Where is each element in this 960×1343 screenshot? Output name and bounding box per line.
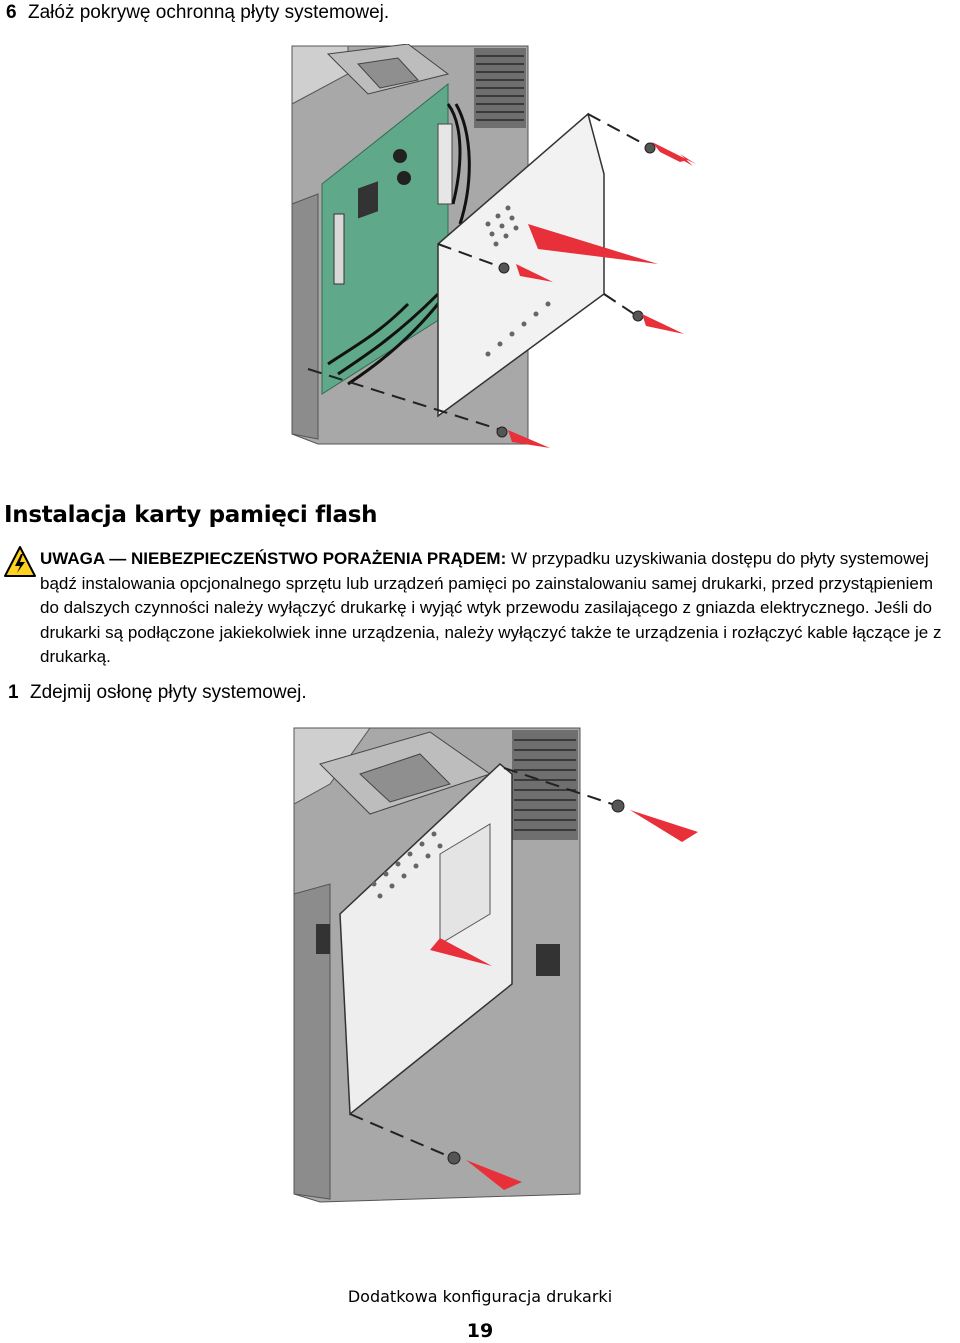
arrow-icon <box>642 314 684 334</box>
screw-icon <box>498 262 510 274</box>
arrow-icon <box>528 224 658 264</box>
illustration-attach-cover <box>291 44 696 448</box>
step-6: 6 Załóż pokrywę ochronną płyty systemowej… <box>6 2 389 24</box>
arrow-icon <box>466 1160 522 1190</box>
arrow-icon <box>508 430 550 448</box>
footer-title: Dodatkowa konfiguracja drukarki <box>347 1287 613 1306</box>
illustration-remove-cover <box>293 727 698 1203</box>
step-text: Załóż pokrywę ochronną płyty systemowej. <box>28 2 390 23</box>
arrow-icon <box>516 264 553 282</box>
arrow-icon <box>652 142 688 162</box>
section-title: Instalacja karty pamięci flash <box>4 502 378 528</box>
step-number: 1 <box>8 682 19 703</box>
screw-icon <box>611 799 625 813</box>
system-board-cover <box>339 762 513 1116</box>
warning-lead: UWAGA — NIEBEZPIECZEŃSTWO PORAŻENIA PRĄD… <box>40 549 507 568</box>
screw-icon <box>447 1151 461 1165</box>
vent-grille <box>512 730 578 976</box>
system-board-cover <box>437 112 605 418</box>
screw-icon <box>644 142 656 154</box>
electric-shock-warning-icon <box>4 546 36 577</box>
power-socket-icon <box>536 944 560 976</box>
arrow-icon <box>430 938 492 966</box>
screw-icon <box>496 426 508 438</box>
step-1: 1 Zdejmij osłonę płyty systemowej. <box>8 682 307 704</box>
vent-grille <box>474 48 526 128</box>
warning-block: UWAGA — NIEBEZPIECZEŃSTWO PORAŻENIA PRĄD… <box>40 547 952 670</box>
warning-body: W przypadku uzyskiwania dostępu do płyty… <box>40 549 942 666</box>
system-board <box>321 82 471 395</box>
step-text: Zdejmij osłonę płyty systemowej. <box>30 682 307 703</box>
screw-icon <box>632 310 644 322</box>
arrow-icon <box>630 810 698 842</box>
page-number: 19 <box>466 1320 494 1342</box>
step-number: 6 <box>6 2 17 23</box>
